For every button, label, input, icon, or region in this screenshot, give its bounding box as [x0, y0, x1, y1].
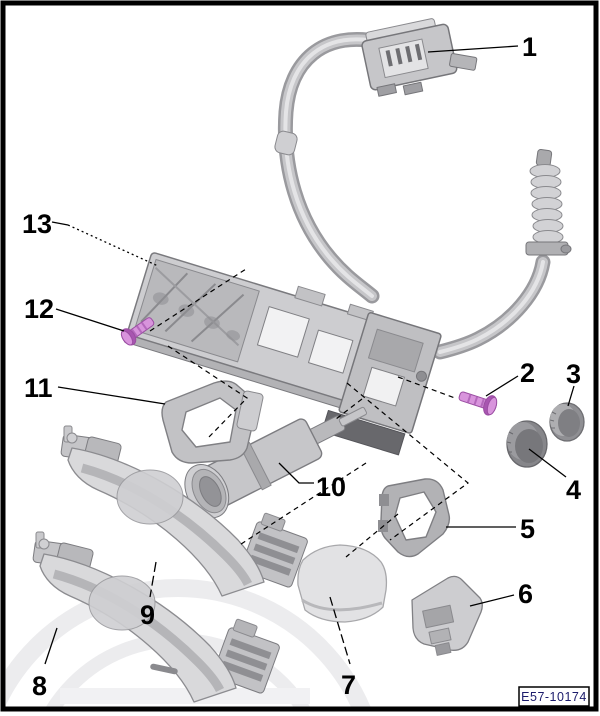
reference-box	[518, 686, 590, 707]
part-cover-disc	[506, 420, 548, 468]
callout-4: 4	[566, 475, 581, 505]
callout-9: 9	[140, 600, 155, 630]
callout-6: 6	[518, 579, 533, 609]
part-screw-12	[120, 317, 155, 346]
callout-13: 13	[22, 209, 52, 239]
callout-12: 12	[24, 294, 54, 324]
assembly-dashed-lines	[149, 268, 469, 558]
figure-reference: E57-10174	[518, 686, 590, 707]
callout-10: 10	[316, 472, 346, 502]
part-end-cap-front	[297, 544, 388, 623]
callout-11: 11	[24, 373, 53, 403]
part-end-cap-rear	[411, 575, 483, 656]
callout-5: 5	[520, 514, 535, 544]
callout-7: 7	[341, 670, 356, 700]
part-cap-small	[549, 402, 585, 442]
part-door-handle-9	[60, 425, 308, 597]
callout-3: 3	[566, 359, 581, 389]
part-screw-2	[458, 391, 498, 416]
leader-lines	[44, 45, 575, 665]
callout-2: 2	[520, 358, 535, 388]
key-slot-detail	[150, 663, 178, 675]
part-cable-bellows	[525, 148, 572, 256]
reference-code: E57-10174	[521, 690, 587, 704]
callout-8: 8	[32, 671, 47, 701]
part-gasket-front	[161, 380, 264, 464]
callout-1: 1	[522, 32, 537, 62]
part-connector	[361, 18, 478, 97]
part-cable	[274, 31, 551, 360]
callout-labels: 1 2 3 4 5 6 7 8 9 10 11 12 13	[22, 32, 581, 701]
part-carrier-frame	[124, 252, 442, 456]
